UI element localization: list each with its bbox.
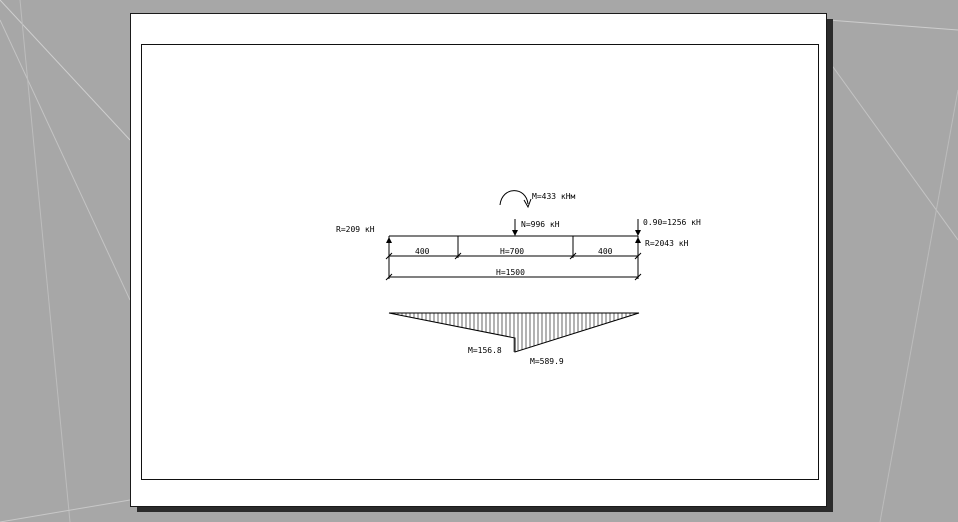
dimension-left: 400 (415, 247, 430, 256)
dimension-total: Н=1500 (496, 268, 525, 277)
moment-label: M=433 кНм (532, 192, 576, 201)
load-arrow-icon (512, 219, 518, 236)
moment-diagram (388, 312, 640, 353)
dimension-right: 400 (598, 247, 613, 256)
drawing-frame (141, 44, 819, 480)
dimension-middle: Н=700 (500, 247, 524, 256)
moment-arrow-icon (499, 190, 532, 209)
drawing-sheet (130, 13, 827, 507)
beam (388, 235, 639, 279)
right-load-arrow-icon (635, 219, 641, 236)
dimension-ticks (385, 252, 642, 281)
left-reaction-label: R=209 кН (336, 225, 375, 234)
moment-value-max: М=589.9 (530, 357, 564, 366)
right-reaction-label: R=2043 кН (645, 239, 689, 248)
moment-value-left: М=156.8 (468, 346, 502, 355)
load-label: N=996 кН (521, 220, 560, 229)
right-load-label: 0.90=1256 кН (643, 218, 701, 227)
